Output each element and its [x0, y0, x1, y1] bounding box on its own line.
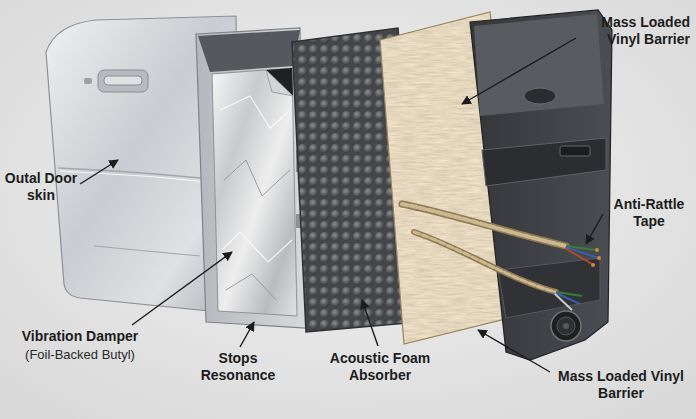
leader-line — [478, 330, 550, 372]
part-label: Anti-Rattle Tape — [606, 196, 692, 230]
part-label: Outal Door skin — [4, 170, 78, 204]
part-label: Stops Resonance — [194, 350, 282, 384]
wire-harness — [402, 204, 601, 310]
leader-line — [586, 214, 603, 244]
part-label: Acoustic Foam Absorber — [320, 350, 440, 384]
door-trim-panel — [470, 10, 612, 360]
part-label: Vibration Damper — [4, 328, 156, 345]
part-label: Mass Loaded Vinyl Barrier — [552, 368, 690, 402]
leader-line — [132, 252, 232, 325]
part-label: Mass Loaded Vinyl Barrier — [580, 14, 690, 48]
leader-lines — [80, 38, 603, 372]
leader-line — [362, 300, 378, 346]
leader-line — [80, 160, 118, 184]
leader-line — [240, 322, 254, 347]
leader-line — [462, 38, 576, 104]
inner-frame-vibration-damper — [196, 28, 306, 328]
material-note: (Foil-Backed Butyl) — [4, 346, 156, 363]
